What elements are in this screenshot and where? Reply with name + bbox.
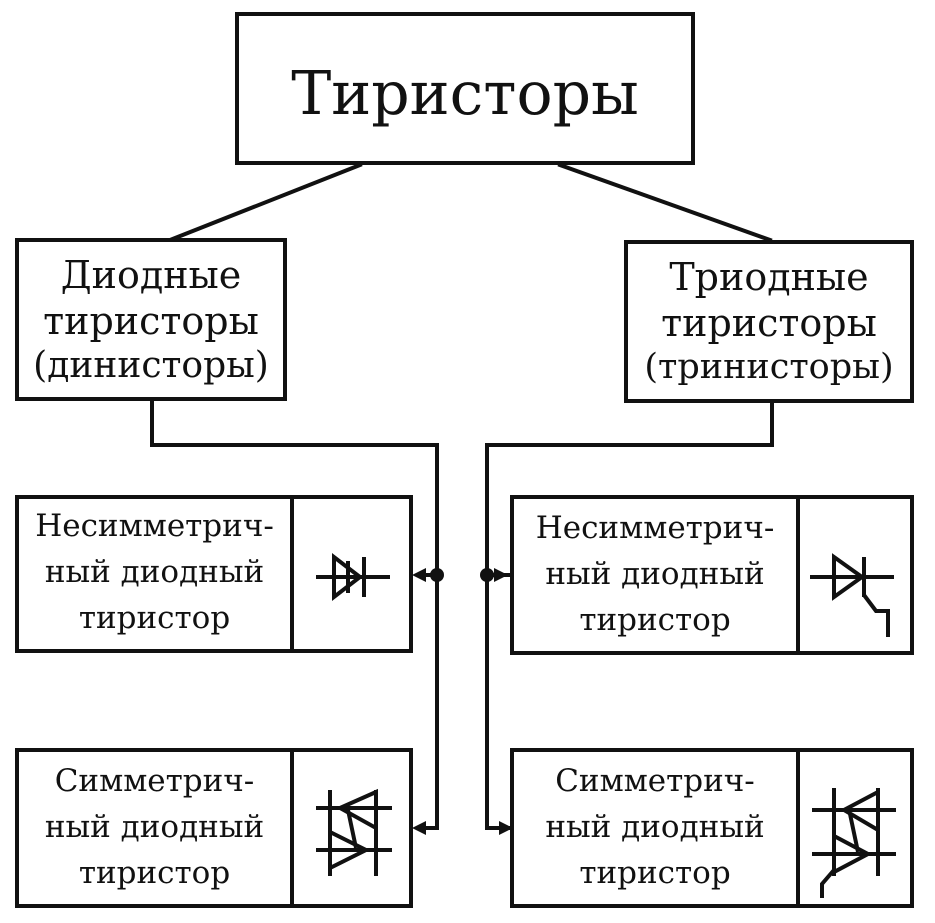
connector-triode-trunk: [485, 398, 774, 830]
arrowhead-right-top: [494, 568, 508, 582]
leaf-text-line-3: тиристор: [579, 855, 731, 891]
asymmetric-diode-thyristor-symbol-icon: [316, 552, 390, 602]
leaf-text-line-1: Симметрич-: [54, 763, 255, 799]
diode-thyristors-line-3: (динисторы): [33, 345, 269, 386]
root-label: Тиристоры: [291, 59, 639, 129]
junction-dot-right: [480, 568, 494, 582]
arrowhead-right-bottom: [499, 821, 513, 835]
leaf-text-line-1: Несимметрич-: [35, 508, 274, 544]
root-box: Тиристоры: [235, 12, 695, 165]
leaf-text-line-3: тиристор: [78, 600, 231, 636]
connector-root-to-diode: [167, 162, 363, 243]
arrowhead-left-bottom: [412, 821, 426, 835]
asymmetric-triode-thyristor-symbol-icon: [810, 553, 894, 637]
symmetric-diode-thyristor-box: Симметрич- ный диодный тиристор: [15, 748, 413, 908]
leaf-text-line-3: тиристор: [579, 602, 731, 638]
triode-thyristors-line-2: тиристоры: [661, 301, 877, 345]
leaf-text-line-1: Несимметрич-: [535, 510, 775, 546]
triode-thyristors-line-3: (тринисторы): [644, 347, 894, 387]
arrowhead-left-top: [412, 568, 426, 582]
leaf-divider: [796, 499, 800, 651]
leaf-text-line-1: Симметрич-: [555, 763, 755, 799]
leaf-text-line-3: тиристор: [78, 855, 231, 891]
symmetric-diode-thyristor-symbol-icon: [316, 788, 392, 876]
triode-thyristors-box: Триодные тиристоры (тринисторы): [624, 240, 914, 403]
leaf-text-line-2: ный диодный: [545, 809, 765, 845]
connector-diode-trunk: [150, 398, 439, 830]
connector-root-to-triode: [557, 162, 773, 243]
symmetric-triode-thyristor-symbol-icon: [812, 788, 896, 898]
leaf-divider: [290, 752, 294, 904]
symmetric-triode-thyristor-box: Симметрич- ный диодный тиристор: [510, 748, 914, 908]
leaf-divider: [290, 499, 294, 649]
diode-thyristors-line-2: тиристоры: [43, 299, 259, 343]
leaf-text-line-2: ный диодный: [44, 809, 265, 845]
leaf-text-line-2: ный диодный: [44, 554, 265, 590]
asymmetric-diode-thyristor-box: Несимметрич- ный диодный тиристор: [15, 495, 413, 653]
leaf-text-line-2: ный диодный: [545, 556, 765, 592]
triode-thyristors-line-1: Триодные: [669, 255, 869, 299]
asymmetric-triode-thyristor-box: Несимметрич- ный диодный тиристор: [510, 495, 914, 655]
diode-thyristors-line-1: Диодные: [60, 253, 242, 297]
junction-dot-left: [430, 568, 444, 582]
leaf-divider: [796, 752, 800, 904]
diode-thyristors-box: Диодные тиристоры (динисторы): [15, 238, 287, 401]
